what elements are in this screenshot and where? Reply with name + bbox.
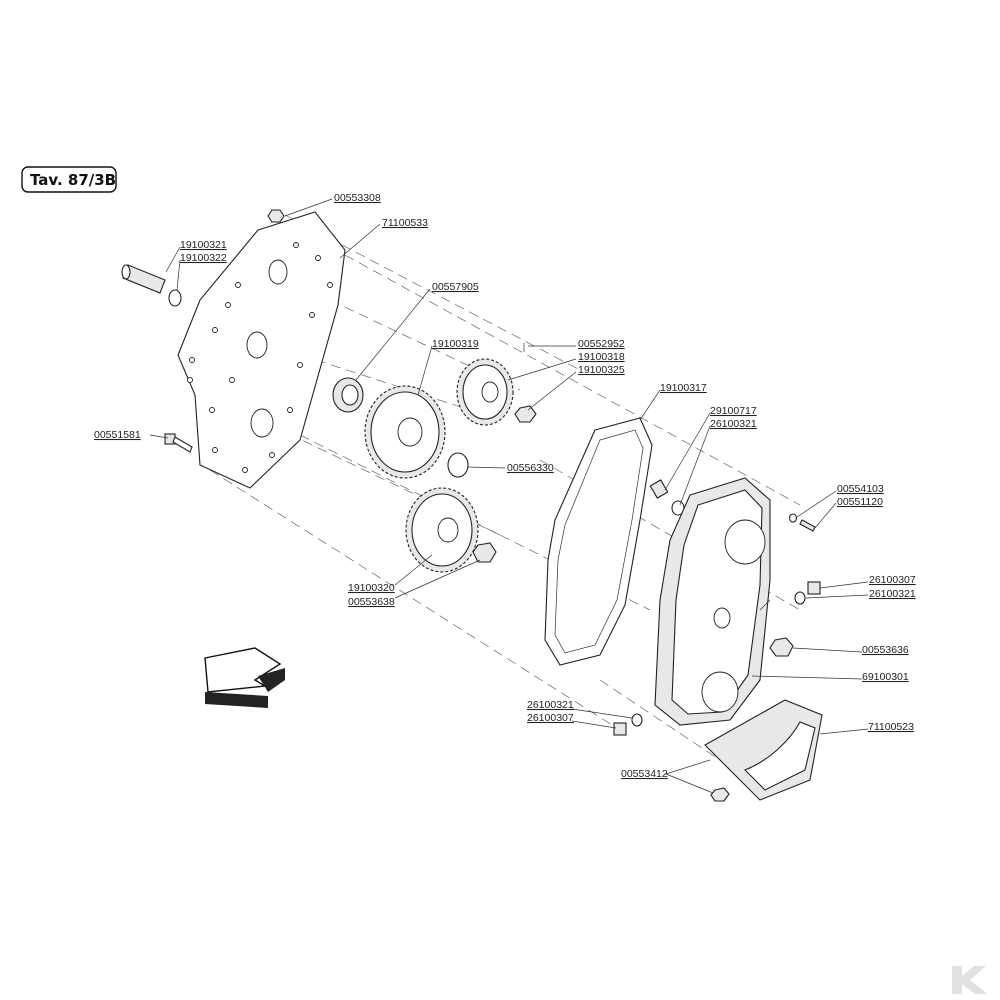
cover-plate	[177, 211, 346, 489]
part-label: 19100325	[578, 364, 625, 376]
part-label: 19100318	[578, 351, 625, 363]
gasket	[544, 417, 653, 666]
nut-00553412	[710, 787, 730, 802]
washer-right	[794, 591, 806, 605]
bearing	[332, 377, 364, 413]
part-label: 26100307	[527, 712, 574, 724]
nut-00553636	[769, 637, 794, 657]
part-label: 26100321	[869, 588, 916, 600]
part-label: 19100320	[348, 582, 395, 594]
nut-top	[267, 209, 285, 223]
part-label: 00553412	[621, 768, 668, 780]
o-ring	[447, 452, 469, 478]
part-label: 26100321	[527, 699, 574, 711]
gear-housing	[654, 477, 771, 726]
part-label: 71100533	[382, 217, 428, 229]
part-label: 00552952	[578, 338, 625, 350]
breather-fitting	[649, 479, 685, 516]
part-label: 00557905	[432, 281, 479, 293]
plug-lower	[613, 722, 627, 736]
gear-large-upper	[364, 385, 446, 479]
part-label: 00553636	[862, 644, 909, 656]
part-label: 19100317	[660, 382, 707, 394]
bolt	[164, 433, 193, 453]
leader-lines	[149, 198, 869, 794]
part-label: 69100301	[862, 671, 909, 683]
part-label: 00553638	[348, 596, 395, 608]
part-label: 71100523	[868, 721, 914, 733]
part-label: 00554103	[837, 483, 884, 495]
corner-logo-icon	[952, 966, 988, 994]
part-label: 29100717	[710, 405, 757, 417]
plate-title-box: Tav. 87/3B	[21, 166, 117, 193]
direction-arrow-icon	[204, 647, 285, 708]
plate-title: Tav. 87/3B	[30, 171, 116, 189]
part-label: 26100321	[710, 418, 757, 430]
part-label: 19100322	[180, 252, 227, 264]
part-label: 00551581	[94, 429, 141, 441]
part-label: 19100321	[180, 239, 227, 251]
bolt-holes	[187, 242, 333, 473]
gear-large-lower	[405, 487, 479, 573]
screw-00551120	[799, 519, 816, 532]
guard-bracket	[704, 699, 823, 801]
part-label: 00556330	[507, 462, 554, 474]
washer-00554103	[788, 513, 798, 523]
part-label: 26100307	[869, 574, 916, 586]
nut-00553638	[472, 542, 497, 563]
nut-19100325	[514, 405, 537, 423]
part-labels: 00553308 71100533 19100321 19100322 0055…	[94, 192, 916, 780]
part-label: 00553308	[334, 192, 381, 204]
plug-right	[807, 581, 821, 595]
part-label: 19100319	[432, 338, 479, 350]
gear-small	[456, 358, 514, 426]
washer-lower	[631, 713, 643, 727]
shaft-pin	[121, 264, 182, 307]
part-label: 00551120	[837, 496, 883, 508]
